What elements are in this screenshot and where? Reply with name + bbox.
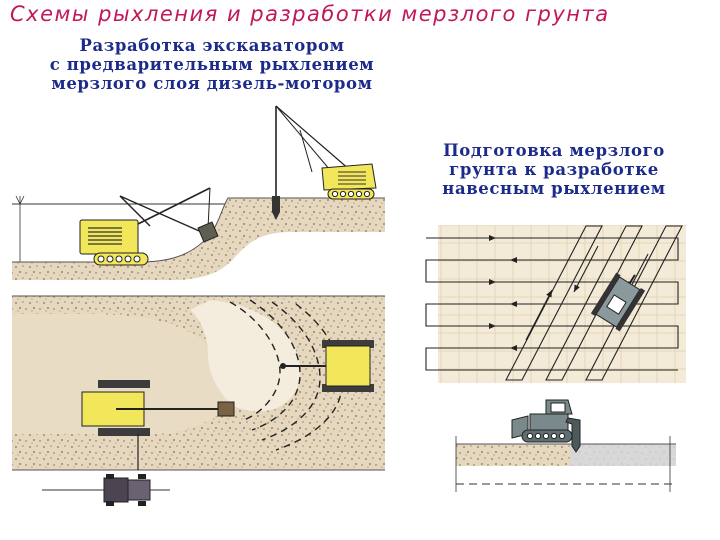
excavator-icon (79, 187, 219, 266)
truck-icon (42, 474, 170, 506)
caption-line: Подготовка мерзлого (443, 141, 665, 160)
caption-line: с предварительным рыхлением (49, 55, 375, 74)
slide-title: Схемы рыхления и разработки мерзлого гру… (10, 2, 610, 26)
diesel-hammer-rig-icon (272, 105, 377, 220)
excavation-plan-view (12, 295, 385, 506)
bulldozer-icon (511, 399, 581, 453)
ripping-plan-scheme (425, 225, 686, 383)
excavator-icon (81, 380, 235, 470)
caption-line: грунта к разработке (449, 160, 659, 179)
caption-line: Разработка экскаватором (79, 36, 345, 55)
ripping-scheme-caption: Подготовка мерзлого грунта к разработке … (418, 141, 690, 198)
caption-line: мерзлого слоя дизель-мотором (51, 74, 373, 93)
bulldozer-icon (280, 340, 374, 392)
ripper-side-view (455, 399, 676, 492)
ripper-tractor-icon (590, 272, 646, 332)
caption-line: навесным рыхлением (442, 179, 666, 198)
excavation-section-view (12, 105, 385, 280)
excavator-scheme-caption: Разработка экскаватором с предварительны… (12, 36, 412, 93)
